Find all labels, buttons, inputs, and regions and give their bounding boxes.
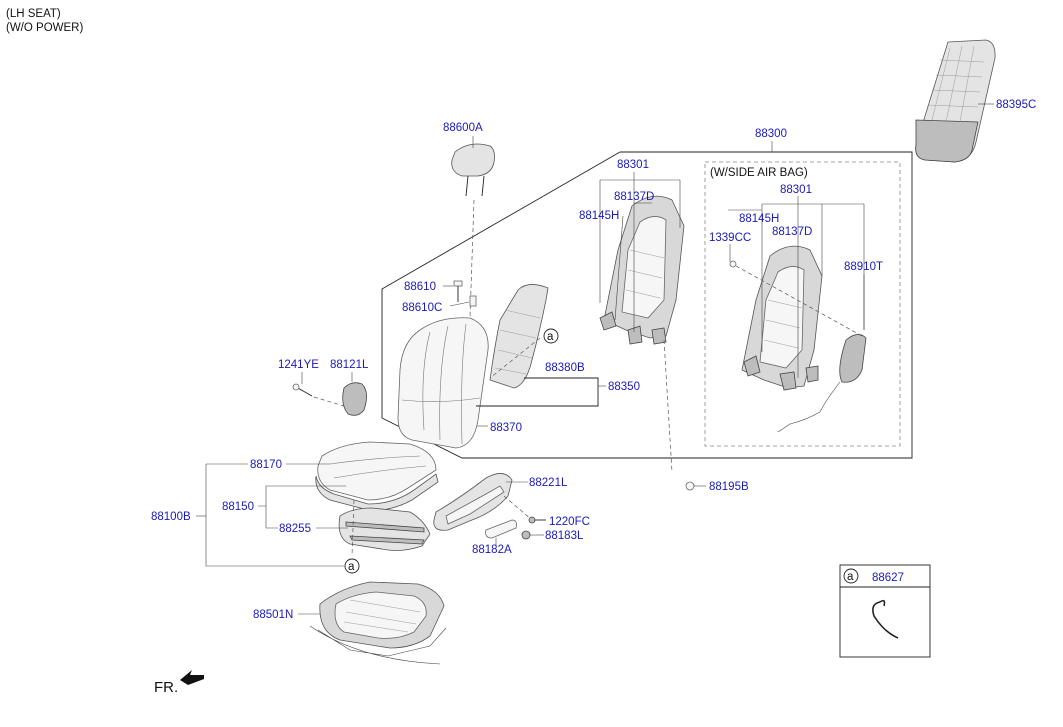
side-shield-88221L: [433, 473, 513, 531]
label-88100B: 88100B: [151, 511, 191, 523]
side-shield-dash: [503, 495, 533, 521]
leader-88610C: [449, 301, 470, 307]
label-88910T: 88910T: [844, 261, 883, 273]
label-88150: 88150: [222, 501, 254, 513]
label-88610: 88610: [404, 281, 436, 293]
clip-88195B: [685, 481, 695, 491]
side-airbag-88910T: [777, 334, 867, 433]
label-1241YE: 1241YE: [278, 359, 319, 371]
headrest-guide-88610C: [469, 295, 477, 307]
cushion-dash: [351, 499, 355, 557]
bracket-88350: [476, 377, 599, 407]
recliner-cover-88121L: [342, 382, 367, 416]
cushion-frame-88501N: [309, 581, 447, 665]
label-88610C: 88610C: [402, 302, 442, 314]
seatback-frame-88301-left: [599, 195, 685, 345]
label-88301-right: 88301: [780, 184, 812, 196]
label-88380B: 88380B: [545, 362, 585, 374]
bracket-88301-right: [761, 203, 865, 352]
headrest-guide-88610: [453, 280, 463, 302]
label-88395C: 88395C: [996, 99, 1036, 111]
lever-88182A: [485, 519, 517, 539]
label-88221L: 88221L: [529, 477, 568, 489]
callout-a-letter-top: a: [547, 331, 554, 343]
cushion-cover-88170: [317, 441, 437, 501]
knob-88183L: [521, 530, 531, 540]
bolt-dash: [313, 396, 345, 407]
label-88182A: 88182A: [472, 544, 512, 556]
callout-a-marker-top: [543, 328, 559, 344]
note-wo-power: (W/O POWER): [6, 22, 83, 34]
label-88255: 88255: [279, 523, 311, 535]
label-88501N: 88501N: [253, 609, 293, 621]
front-direction-label: FR.: [154, 679, 178, 696]
side-airbag-box: [704, 161, 901, 447]
label-88350: 88350: [608, 381, 640, 393]
seatback-assembly-outline: [381, 151, 913, 459]
clip-1339CC: [729, 260, 737, 268]
bracket-88100B: [205, 464, 344, 567]
headrest-88600A: [451, 143, 495, 197]
label-88370: 88370: [490, 422, 522, 434]
bolt-1241YE: [292, 383, 313, 397]
label-88121L: 88121L: [330, 359, 369, 371]
label-88600A: 88600A: [443, 122, 483, 134]
cushion-heater-88255: [338, 507, 431, 551]
bracket-88150: [258, 485, 346, 507]
callout-a-dash: [489, 337, 541, 379]
label-88170: 88170: [250, 459, 282, 471]
note-side-airbag: (W/SIDE AIR BAG): [710, 167, 808, 179]
callout-box-88627: a 88627: [839, 564, 931, 658]
back-panel-88395C: [915, 39, 996, 163]
cushion-pad-88150: [315, 473, 439, 511]
note-lh-seat: (LH SEAT): [6, 8, 61, 20]
seatback-cover-88370: [397, 317, 489, 449]
seatback-pad-88380B: [489, 284, 549, 389]
callout-a-letter-bottom: a: [348, 561, 355, 573]
label-88145H-left: 88145H: [579, 210, 619, 222]
label-88137D-right: 88137D: [772, 226, 812, 238]
label-88300: 88300: [755, 128, 787, 140]
label-1220FC: 1220FC: [549, 516, 590, 528]
bracket-88255-left: [265, 506, 278, 529]
label-88301-left: 88301: [617, 159, 649, 171]
label-88145H-right: 88145H: [739, 213, 779, 225]
airbag-dash: [735, 265, 863, 337]
seatback-frame-88301-right: [741, 245, 823, 391]
screw-1220FC: [528, 516, 546, 524]
front-arrow-icon: [180, 670, 204, 685]
bracket-88301-left: [599, 179, 681, 303]
callout-box-part: 88627: [872, 572, 904, 584]
label-88137D-left: 88137D: [614, 191, 654, 203]
callout-a-marker-bottom: [344, 558, 360, 574]
label-1339CC: 1339CC: [709, 232, 751, 244]
frame-bolt-dash: [663, 339, 673, 473]
label-88183L: 88183L: [545, 530, 584, 542]
callout-box-letter: a: [847, 571, 854, 583]
label-88195B: 88195B: [709, 481, 749, 493]
leader-88145H-left: [614, 215, 624, 321]
